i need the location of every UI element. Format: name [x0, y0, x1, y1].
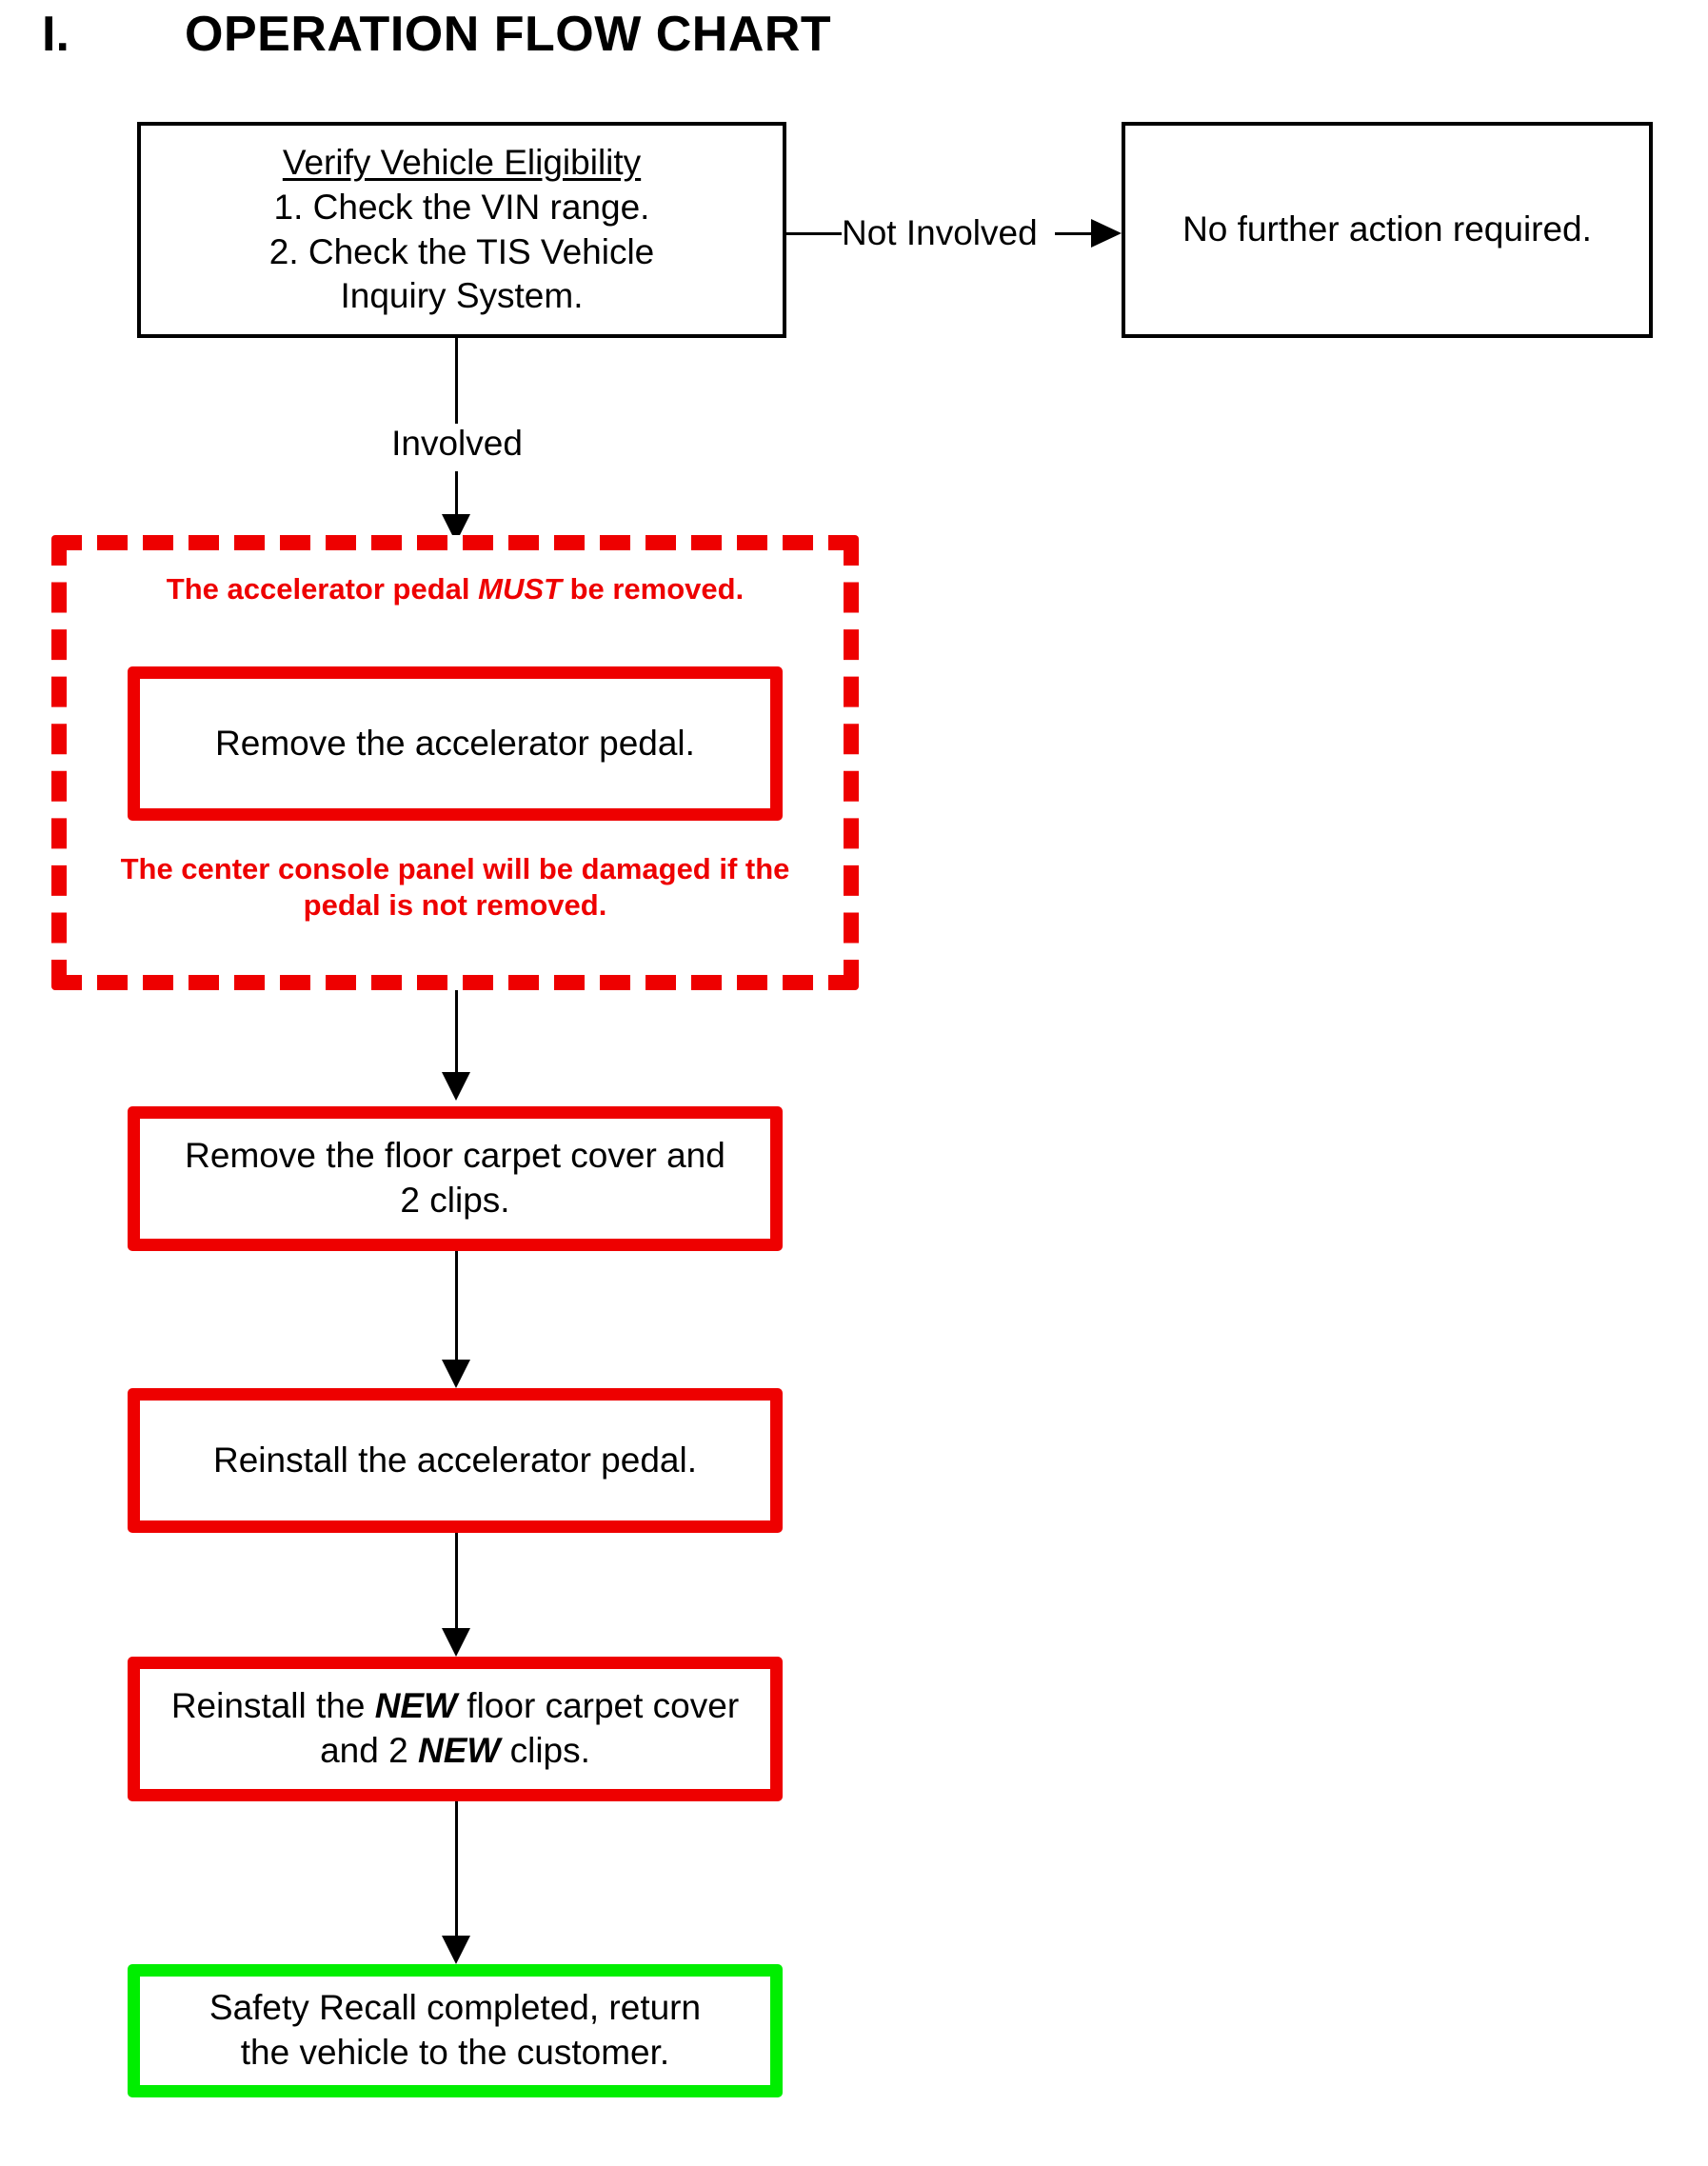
node-safety-recall-completed-text: Safety Recall completed, return the vehi…	[192, 1986, 718, 2075]
page-title-number: I.	[42, 7, 70, 62]
edge-line-5	[455, 1801, 458, 1937]
warning-top-text: The accelerator pedal MUST be removed.	[80, 571, 830, 607]
node-remove-accelerator-pedal-text: Remove the accelerator pedal.	[215, 723, 695, 763]
node-remove-floor-carpet-cover: Remove the floor carpet cover and 2 clip…	[128, 1106, 783, 1251]
node-no-further-action-text: No further action required.	[1182, 209, 1592, 249]
node-verify-vehicle-eligibility-text: Verify Vehicle Eligibility 1. Check the …	[260, 141, 665, 318]
warning-bottom-text: The center console panel will be damaged…	[120, 852, 790, 922]
node-verify-vehicle-eligibility: Verify Vehicle Eligibility 1. Check the …	[137, 122, 786, 338]
node-reinstall-new-floor-carpet-cover-text: Reinstall the NEW floor carpet cover and…	[140, 1684, 770, 1773]
edge-line-2	[455, 990, 458, 1074]
arrowhead-down-icon-2	[442, 1072, 470, 1101]
edge-involved-line-upper	[455, 338, 458, 426]
complete-line-2: the vehicle to the customer.	[240, 2033, 670, 2072]
reinstall-carpet-emphasis-2: NEW	[417, 1731, 501, 1770]
node-reinstall-accelerator-pedal-text: Reinstall the accelerator pedal.	[212, 1440, 697, 1480]
warning-top-part2: be removed.	[561, 572, 745, 606]
reinstall-carpet-emphasis-1: NEW	[374, 1686, 458, 1726]
arrowhead-down-icon-3	[442, 1360, 470, 1388]
eligibility-heading: Verify Vehicle Eligibility	[282, 143, 642, 183]
arrowhead-down-icon-4	[442, 1628, 470, 1657]
eligibility-step-2a: 2. Check the TIS Vehicle	[268, 231, 655, 271]
remove-carpet-line-2: 2 clips.	[400, 1181, 510, 1220]
node-remove-accelerator-pedal: Remove the accelerator pedal.	[128, 666, 783, 821]
reinstall-carpet-part3: clips.	[500, 1731, 590, 1770]
page-title: I. OPERATION FLOW CHART	[42, 6, 831, 63]
complete-line-1: Safety Recall completed, return	[209, 1988, 702, 2028]
warning-top-emphasis: MUST	[478, 572, 562, 606]
node-safety-recall-completed: Safety Recall completed, return the vehi…	[128, 1964, 783, 2097]
edge-line-4	[455, 1533, 458, 1632]
edge-line-3	[455, 1251, 458, 1363]
reinstall-carpet-part1: Reinstall the	[170, 1686, 375, 1726]
reinstall-carpet-part2: floor carpet cover and 2	[320, 1686, 740, 1770]
edge-involved-line-lower	[455, 471, 458, 519]
node-remove-floor-carpet-cover-text: Remove the floor carpet cover and 2 clip…	[168, 1134, 743, 1222]
node-reinstall-new-floor-carpet-cover: Reinstall the NEW floor carpet cover and…	[128, 1657, 783, 1801]
arrowhead-down-icon-5	[442, 1936, 470, 1964]
node-no-further-action: No further action required.	[1122, 122, 1653, 338]
page-title-text: OPERATION FLOW CHART	[185, 7, 832, 62]
warning-top-part1: The accelerator pedal	[166, 572, 479, 606]
arrowhead-right-icon	[1091, 219, 1122, 248]
remove-carpet-line-1: Remove the floor carpet cover and	[185, 1136, 725, 1176]
edge-not-involved-line-left	[786, 232, 844, 235]
eligibility-step-2b: Inquiry System.	[340, 276, 584, 316]
eligibility-step-1: 1. Check the VIN range.	[273, 187, 650, 227]
edge-label-involved: Involved	[314, 424, 600, 464]
edge-label-not-involved: Not Involved	[842, 213, 1038, 253]
edge-not-involved-line-right	[1055, 232, 1095, 235]
node-reinstall-accelerator-pedal: Reinstall the accelerator pedal.	[128, 1388, 783, 1533]
